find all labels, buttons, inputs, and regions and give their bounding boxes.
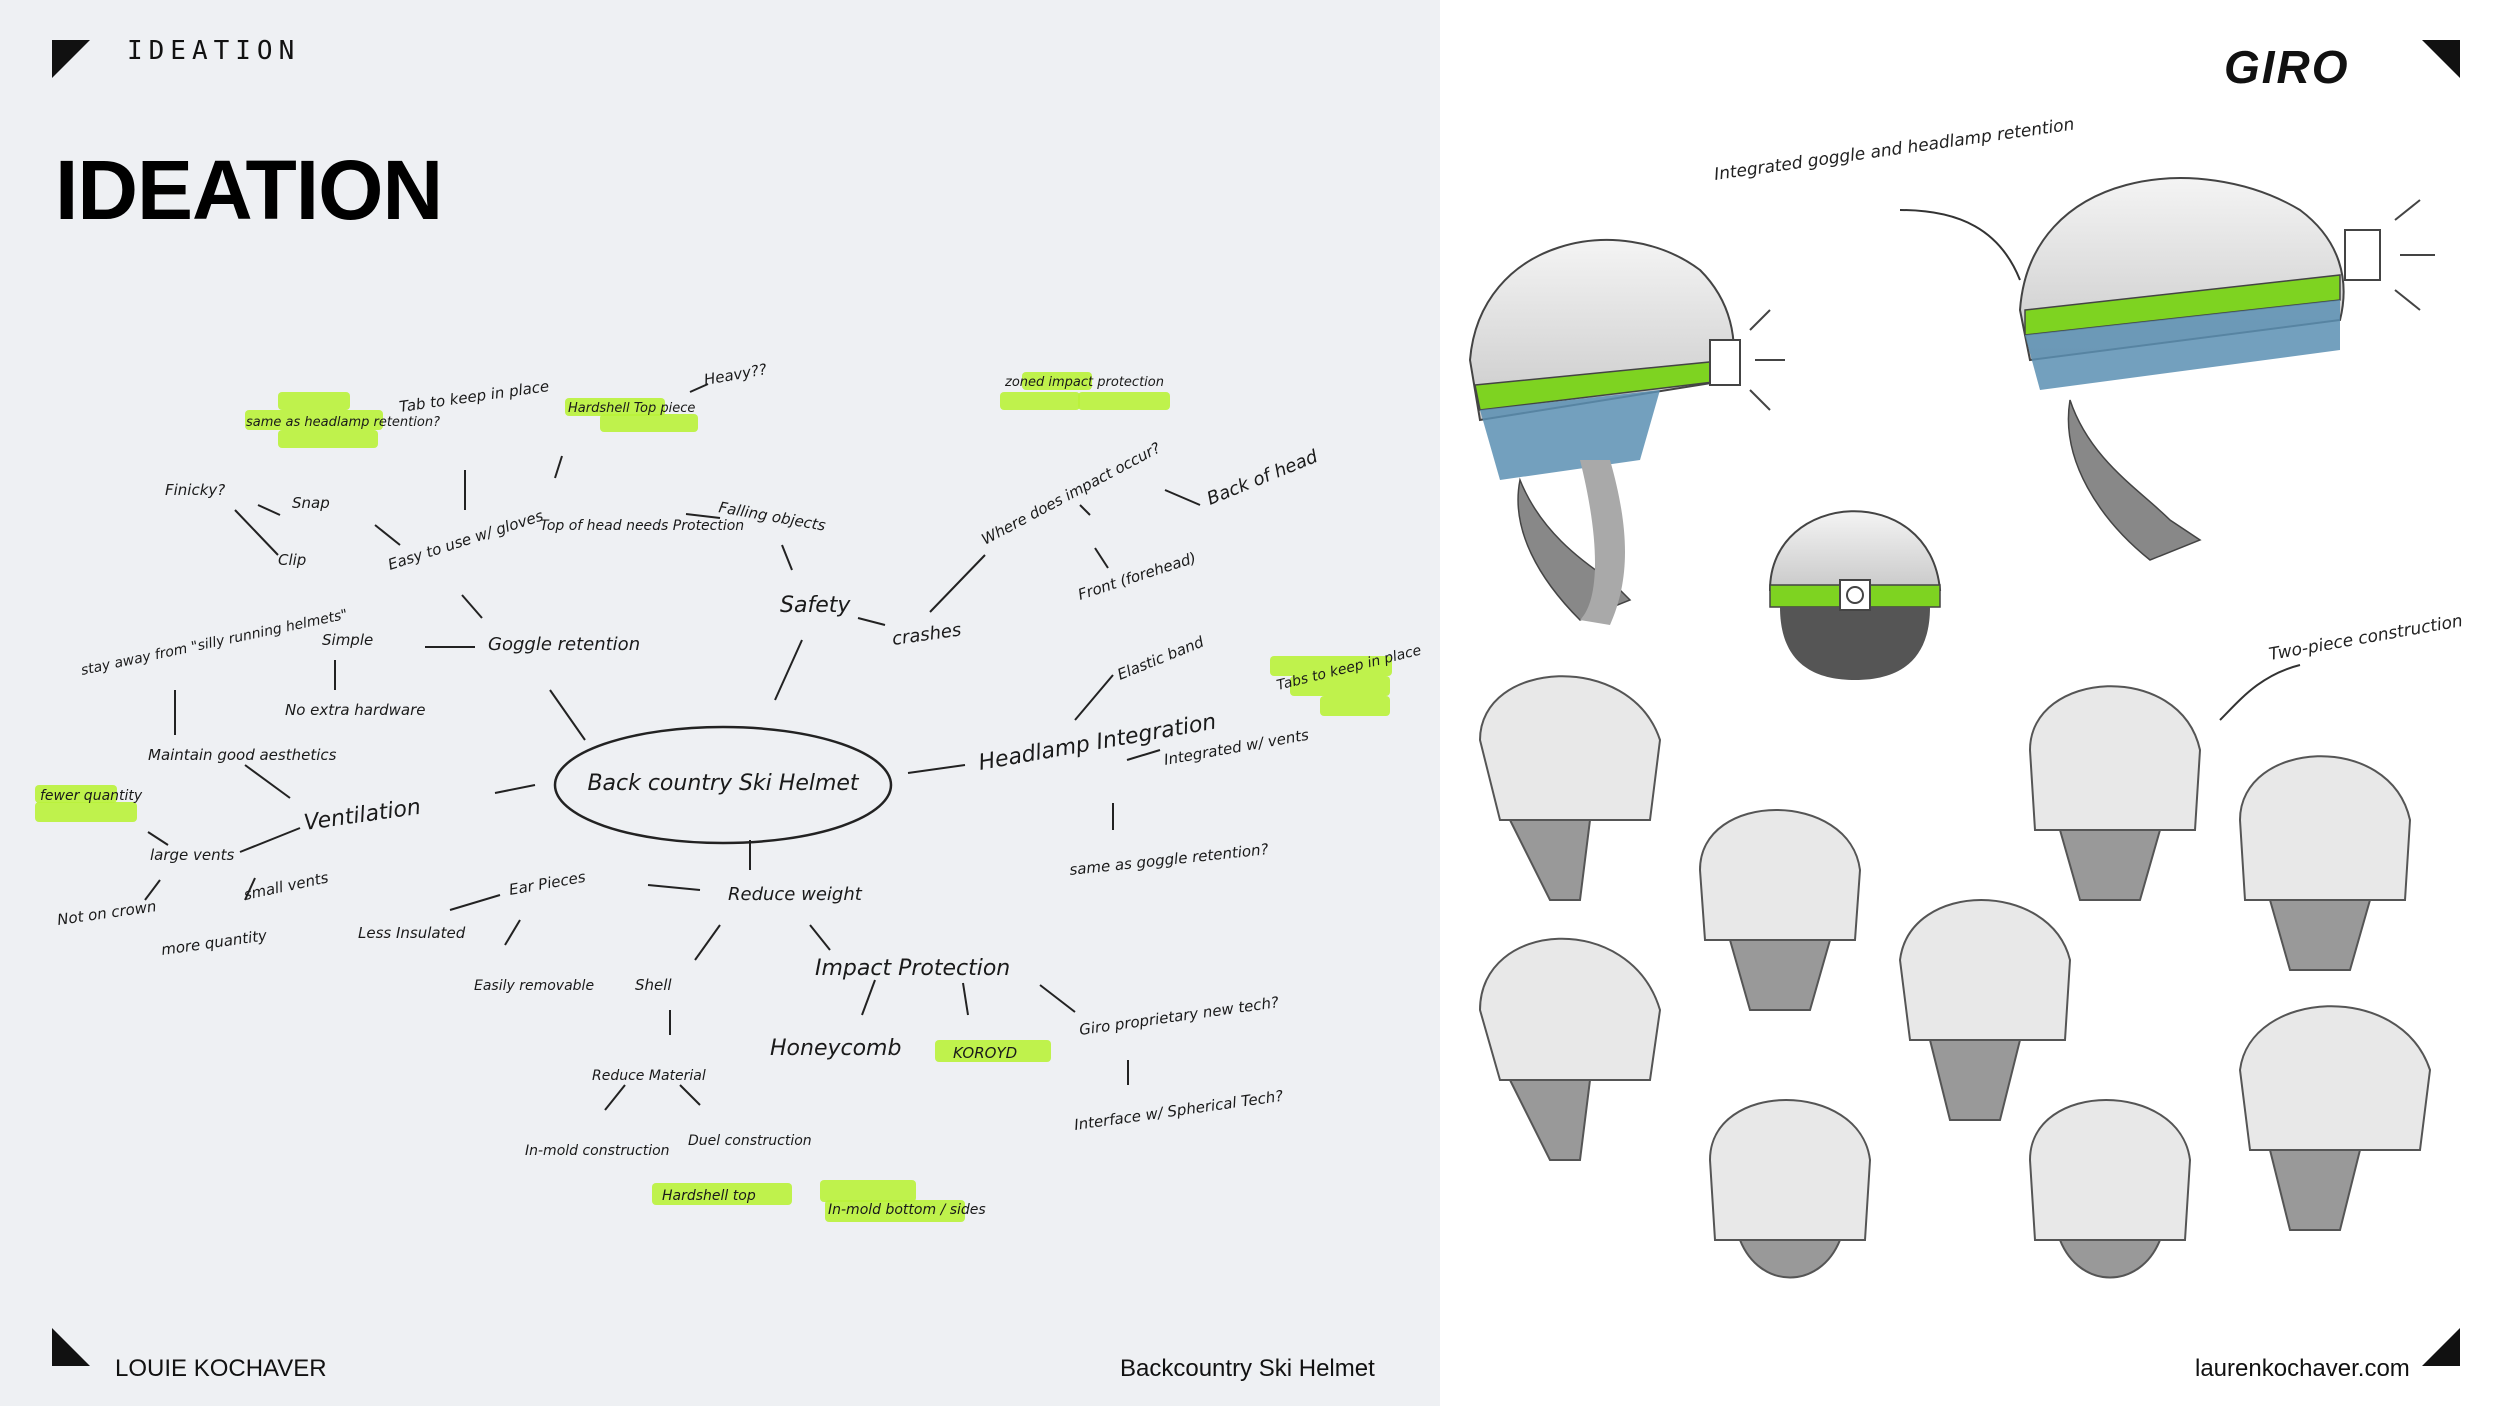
- node-same-goggle: same as goggle retention?: [1069, 840, 1270, 879]
- node-clip: Clip: [278, 551, 306, 569]
- node-more-quantity: more quantity: [160, 926, 269, 959]
- node-reduce-material: Reduce Material: [592, 1068, 706, 1084]
- node-impact-protection: Impact Protection: [815, 956, 1010, 981]
- mindmap-center: Back country Ski Helmet: [587, 771, 859, 796]
- node-large-vents: large vents: [150, 846, 235, 864]
- node-duel-construction: Duel construction: [688, 1133, 812, 1149]
- node-back-head: Back of head: [1204, 446, 1321, 510]
- node-no-extra: No extra hardware: [285, 701, 426, 719]
- node-reduce-weight: Reduce weight: [728, 884, 863, 905]
- node-not-crown: Not on crown: [56, 897, 157, 929]
- sketch-note-goggle: Integrated goggle and headlamp retention: [1713, 115, 2076, 185]
- node-shell: Shell: [635, 976, 672, 994]
- node-finicky: Finicky?: [165, 481, 225, 499]
- node-heavy: Heavy??: [703, 360, 769, 389]
- sketch-note-two-piece: Two-piece construction: [2267, 611, 2464, 665]
- node-fewer-quantity: fewer quantity: [40, 788, 143, 804]
- node-zoned: zoned impact protection: [1004, 375, 1164, 390]
- node-interface: Interface w/ Spherical Tech?: [1073, 1087, 1284, 1134]
- helmet-sketch-side-left: [1470, 240, 1785, 625]
- node-honeycomb: Honeycomb: [770, 1036, 901, 1061]
- node-snap: Snap: [292, 494, 330, 512]
- node-tab-keep: Tab to keep in place: [398, 377, 550, 416]
- node-goggle-retention: Goggle retention: [488, 634, 640, 655]
- helmet-sketch-front-center: [1770, 511, 1940, 680]
- corner-mark-bottom-left: [52, 1328, 90, 1366]
- node-easy-gloves: Easy to use w/ gloves: [386, 507, 546, 574]
- node-giro-tech: Giro proprietary new tech?: [1078, 993, 1280, 1039]
- node-hardshell-top-piece: Hardshell Top piece: [568, 401, 695, 416]
- node-easily-removable: Easily removable: [474, 978, 594, 994]
- helmet-sketches: Integrated goggle and headlamp retention…: [1440, 60, 2500, 1360]
- node-elastic: Elastic band: [1115, 633, 1207, 684]
- helmet-sketch-grid: [1480, 676, 2430, 1277]
- node-same-headlamp: same as headlamp retention?: [246, 415, 440, 430]
- footer-project: Backcountry Ski Helmet: [1120, 1355, 1375, 1383]
- node-maintain: Maintain good aesthetics: [148, 746, 337, 764]
- node-ventilation: Ventilation: [302, 795, 422, 836]
- node-in-mold: In-mold construction: [525, 1143, 670, 1159]
- node-stay-away: stay away from "silly running helmets": [80, 607, 350, 679]
- node-where-impact: Where does impact occur?: [978, 439, 1163, 549]
- node-crashes: crashes: [891, 619, 963, 649]
- node-front: Front (forehead): [1076, 549, 1199, 604]
- ideation-panel: IDEATION IDEATION Back country Ski Helme…: [0, 0, 1440, 1406]
- node-ear-pieces: Ear Pieces: [508, 868, 587, 899]
- note-arrow-two-piece: [2220, 665, 2300, 720]
- node-hardshell-top: Hardshell top: [662, 1188, 756, 1204]
- node-simple: Simple: [322, 631, 373, 649]
- node-top-head: Top of head needs Protection: [540, 518, 744, 534]
- node-in-mold-bottom: In-mold bottom / sides: [828, 1202, 986, 1218]
- helmet-sketch-side-right: [2020, 178, 2435, 560]
- note-arrow-goggle: [1900, 210, 2020, 280]
- node-safety: Safety: [780, 593, 851, 618]
- node-less-insulated: Less Insulated: [358, 924, 466, 942]
- node-koroyd: KOROYD: [953, 1044, 1017, 1062]
- node-small-vents: small vents: [242, 868, 330, 904]
- mind-map: Back country Ski Helmet: [0, 0, 1440, 1406]
- footer-author: LOUIE KOCHAVER: [115, 1355, 327, 1383]
